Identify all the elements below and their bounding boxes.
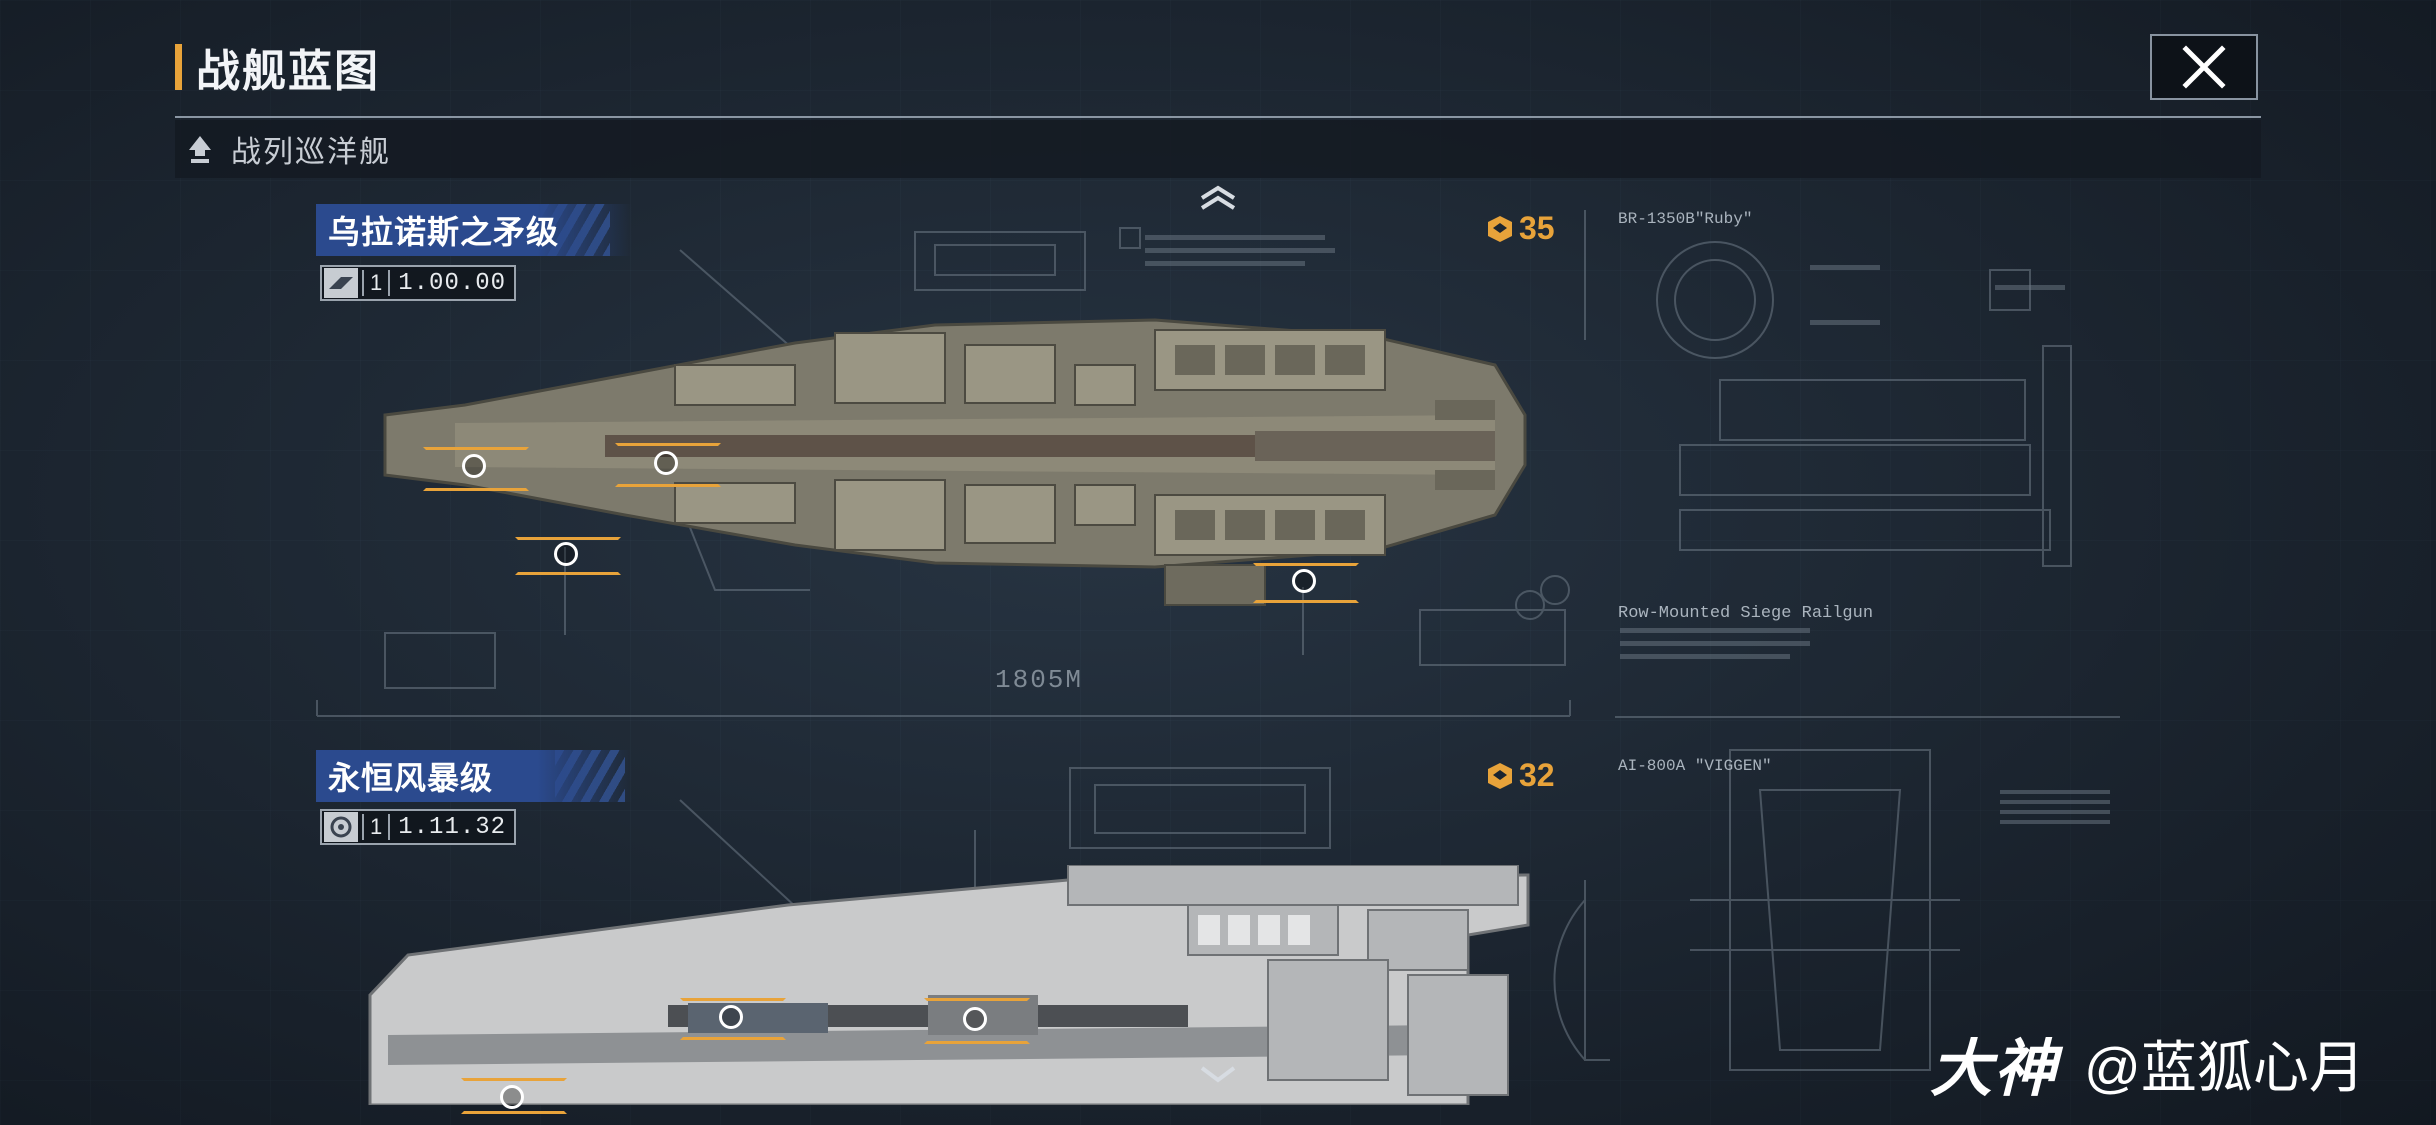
hardpoint-frame	[461, 1078, 567, 1114]
ship-name-plate-1[interactable]: 乌拉诺斯之矛级	[316, 204, 632, 256]
weapon-hardpoint-3[interactable]	[554, 542, 578, 566]
ship-badge-1: 1 1.00.00	[320, 265, 517, 301]
faction-icon	[324, 812, 358, 842]
ship-model-2[interactable]	[368, 865, 1548, 1105]
close-button[interactable]	[2150, 34, 2258, 100]
blueprint-caption-1: Row-Mounted Siege Railgun	[1618, 604, 1874, 623]
hardpoint-frame	[515, 537, 621, 575]
ship-name-2: 永恒风暴级	[328, 760, 494, 796]
watermark-logo: 大神	[1930, 1035, 2059, 1104]
weapon-hardpoint-6[interactable]	[963, 1007, 987, 1031]
watermark: 大神 @蓝狐心月	[1930, 1018, 2365, 1108]
weapon-hardpoint-4[interactable]	[1292, 569, 1316, 593]
weapon-hardpoint-2[interactable]	[654, 451, 678, 475]
ship-cost-value-2: 32	[1519, 757, 1555, 793]
ship-category-bar[interactable]: 战列巡洋舰	[175, 120, 2261, 178]
blueprint-title-2: AI-800A "VIGGEN"	[1618, 757, 1772, 775]
ship-category-label: 战列巡洋舰	[231, 136, 391, 169]
hardpoint-frame	[1253, 563, 1359, 603]
ship-badge-2: 1 1.11.32	[320, 809, 517, 845]
ship-cost-2: 32	[1485, 757, 1555, 794]
ship-tier-1: 1	[362, 270, 391, 296]
hardpoint-frame	[615, 443, 721, 487]
ship-name-plate-2[interactable]: 永恒风暴级	[316, 750, 632, 802]
weapon-hardpoint-5[interactable]	[719, 1005, 743, 1029]
ship-model-1[interactable]	[375, 305, 1535, 625]
hardpoint-frame	[423, 447, 529, 491]
ship-cost-value-1: 35	[1519, 210, 1555, 246]
hardpoint-frame	[680, 998, 786, 1040]
title-accent-bar	[175, 44, 182, 90]
scroll-down-icon[interactable]	[1196, 1062, 1240, 1090]
close-icon	[2182, 45, 2226, 89]
weapon-hardpoint-1[interactable]	[462, 454, 486, 478]
blueprint-title-1: BR-1350B"Ruby"	[1618, 210, 1753, 228]
scroll-up-icon[interactable]	[1196, 184, 1240, 212]
ship-class-icon	[189, 136, 211, 163]
ship-tier-2: 1	[362, 814, 391, 840]
faction-icon	[324, 268, 358, 298]
watermark-user: @蓝狐心月	[2084, 1035, 2365, 1099]
page-title: 战舰蓝图	[196, 47, 380, 96]
weapon-hardpoint-7[interactable]	[500, 1085, 524, 1109]
ship-version-2: 1.11.32	[398, 813, 507, 841]
ship-name-1: 乌拉诺斯之矛级	[328, 214, 560, 250]
command-point-icon	[1488, 215, 1512, 242]
page-header: 战舰蓝图	[175, 38, 380, 96]
ship-cost-1: 35	[1485, 210, 1555, 247]
header-divider	[175, 116, 2261, 118]
hardpoint-frame	[924, 998, 1030, 1044]
ship-version-1: 1.00.00	[398, 269, 507, 297]
command-point-icon	[1488, 762, 1512, 789]
ship-length-label: 1805M	[995, 665, 1084, 695]
